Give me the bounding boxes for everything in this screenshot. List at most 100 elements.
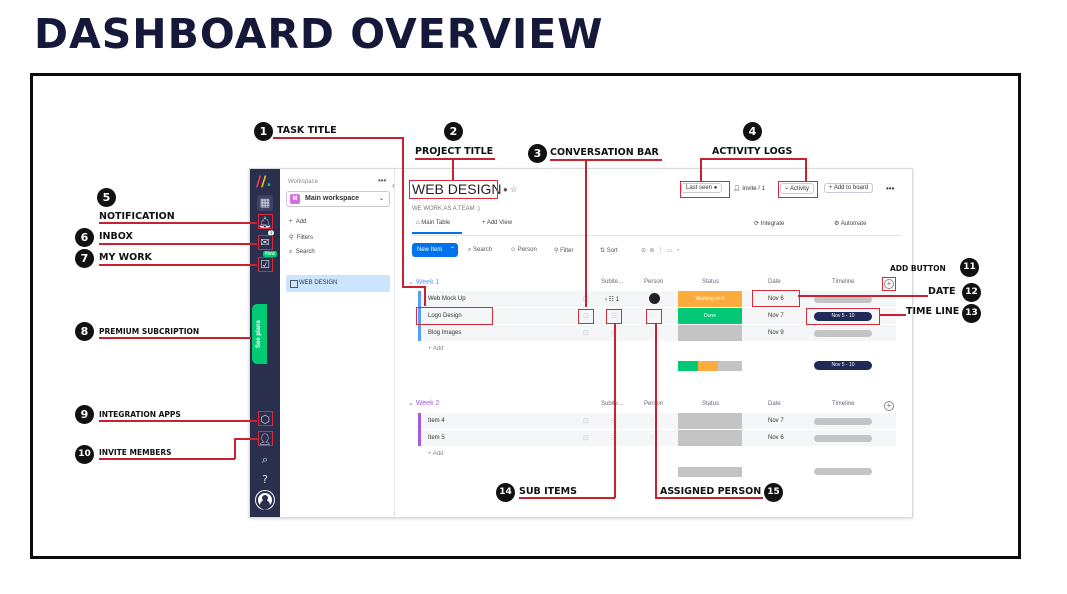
automate-button[interactable]: ⚙ Automate xyxy=(834,221,867,227)
group-color-bar xyxy=(418,291,421,341)
date-cell[interactable]: Nov 7 xyxy=(768,418,784,424)
integrate-button[interactable]: ⟳ Integrate xyxy=(754,221,785,227)
highlight-activity xyxy=(778,181,818,198)
integrations-icon[interactable]: ⬡ xyxy=(260,413,270,426)
column-subitems[interactable]: Subite… xyxy=(601,401,625,407)
date-cell[interactable]: Nov 9 xyxy=(768,330,784,336)
status-label[interactable] xyxy=(678,430,742,446)
timeline-cell[interactable] xyxy=(814,435,872,442)
subitems-count[interactable]: › ☷ 1 xyxy=(605,297,620,303)
person-empty-icon[interactable]: ◌ xyxy=(650,312,655,319)
timeline-cell[interactable]: Nov 5 - 10 xyxy=(814,312,872,321)
column-status[interactable]: Status xyxy=(702,401,720,407)
info-icon[interactable]: ● ☆ xyxy=(503,185,518,194)
table-row[interactable] xyxy=(418,430,896,446)
column-timeline[interactable]: Timeline xyxy=(832,401,855,407)
highlight-integrations xyxy=(258,411,273,426)
table-row[interactable] xyxy=(418,325,896,341)
column-person[interactable]: Person xyxy=(644,279,664,285)
column-status[interactable]: Status xyxy=(702,279,720,285)
conversation-icon[interactable]: ⊡ xyxy=(583,418,589,425)
inbox-badge: 1 xyxy=(267,229,275,237)
last-seen-button[interactable]: Last seen ● xyxy=(681,183,723,193)
item-name[interactable]: Web Mock Up xyxy=(428,296,466,302)
tab-main-table[interactable]: ⌂ Main Table xyxy=(416,220,451,226)
person-empty-icon[interactable]: ◌ xyxy=(650,417,655,424)
status-label[interactable] xyxy=(678,325,742,341)
person-empty-icon[interactable]: ◌ xyxy=(650,434,655,441)
column-date[interactable]: Date xyxy=(768,401,781,407)
leader-line xyxy=(99,420,257,422)
sidebar-item-board[interactable]: WEB DESIGN xyxy=(286,275,390,292)
conversation-icon[interactable]: ⊡ xyxy=(583,435,589,442)
avatar-icon[interactable] xyxy=(256,491,274,509)
help-icon[interactable]: ? xyxy=(262,473,268,486)
inbox-icon[interactable]: ✉ xyxy=(260,236,270,249)
search-button[interactable]: ⌕ Search xyxy=(289,249,315,255)
item-name[interactable]: Item 5 xyxy=(428,435,445,441)
tab-add-view[interactable]: + Add View xyxy=(482,220,513,226)
item-name[interactable]: Item 4 xyxy=(428,418,445,424)
status-label[interactable]: Working on it xyxy=(678,291,742,307)
search-toolbar-button[interactable]: ⌕ Search xyxy=(468,247,493,253)
timeline-cell[interactable] xyxy=(814,418,872,425)
bell-icon[interactable]: 🔔︎ xyxy=(258,216,272,229)
my-work-icon[interactable]: ☑ xyxy=(260,258,270,271)
add-item-button[interactable]: + Add xyxy=(428,346,444,352)
group-title-week-2[interactable]: ⌄ Week 2 xyxy=(408,400,440,407)
add-column-button[interactable]: + xyxy=(884,279,894,289)
more-icon[interactable]: ••• xyxy=(378,176,387,185)
add-to-board-button[interactable]: + Add to board xyxy=(824,183,874,193)
person-avatar-icon[interactable] xyxy=(649,293,660,304)
annotation-number-8: 8 xyxy=(75,322,94,341)
more-icon[interactable]: ••• xyxy=(886,184,895,193)
add-item-button[interactable]: + Add xyxy=(428,451,444,457)
leader-line xyxy=(273,137,403,139)
highlight-date xyxy=(752,290,800,307)
column-subitems[interactable]: Subite… xyxy=(601,279,625,285)
search-icon[interactable]: ⌕ xyxy=(261,453,269,466)
workspace-select[interactable]: M Main workspace ⌄ xyxy=(286,191,390,207)
table-row[interactable] xyxy=(418,413,896,429)
app-logo[interactable]: //. xyxy=(256,174,272,190)
subitems-icon[interactable]: ☷ xyxy=(611,313,618,320)
see-plans-button[interactable]: See plans xyxy=(252,304,267,364)
add-button[interactable]: + Add xyxy=(289,219,307,225)
add-column-button[interactable]: + xyxy=(884,401,894,411)
filters-button[interactable]: ⚲ Filters xyxy=(289,235,314,241)
timeline-cell[interactable] xyxy=(814,330,872,337)
board-subtitle[interactable]: WE WORK AS A TEAM :) xyxy=(412,206,480,212)
item-name[interactable]: Logo Design xyxy=(428,313,462,319)
person-toolbar-button[interactable]: ☺ Person xyxy=(510,247,537,253)
conversation-icon[interactable]: ⊡ xyxy=(583,313,589,320)
status-label[interactable] xyxy=(678,413,742,429)
leader-line xyxy=(805,158,807,181)
invite-icon[interactable]: 👤︎ xyxy=(258,433,272,446)
board-title[interactable]: WEB DESIGN xyxy=(412,181,502,197)
filter-toolbar-button[interactable]: ⚲ Filter xyxy=(554,248,574,254)
date-cell[interactable]: Nov 7 xyxy=(768,313,784,319)
invite-button[interactable]: 👤︎ Invite / 1 xyxy=(733,186,765,192)
column-timeline[interactable]: Timeline xyxy=(832,279,855,285)
sort-toolbar-button[interactable]: ⇅ Sort xyxy=(600,248,618,254)
highlight-last-seen xyxy=(680,181,730,198)
annotation-label-date: DATE xyxy=(928,286,956,297)
item-name[interactable]: Blog Images xyxy=(428,330,462,336)
toolbar-icons[interactable]: ⊘ ⊛ ⋮ ▭ ◔ xyxy=(641,248,680,254)
new-item-button[interactable]: New Item xyxy=(412,240,458,257)
column-person[interactable]: Person xyxy=(644,401,664,407)
table-row[interactable] xyxy=(418,308,896,324)
status-label[interactable]: Done xyxy=(678,308,742,324)
activity-button[interactable]: ⌁ Activity xyxy=(780,183,814,194)
annotation-label-notification: NOTIFICATION xyxy=(99,211,175,222)
date-cell[interactable]: Nov 6 xyxy=(768,296,784,302)
date-cell[interactable]: Nov 6 xyxy=(768,435,784,441)
grid-icon[interactable]: ▦ xyxy=(257,195,273,211)
group-title-week-1[interactable]: ⌄ Week 1 xyxy=(408,279,440,286)
conversation-icon[interactable]: ⊡ xyxy=(583,330,589,337)
timeline-cell[interactable] xyxy=(814,296,872,303)
collapse-icon[interactable]: ‹ xyxy=(392,181,395,190)
column-date[interactable]: Date xyxy=(768,279,781,285)
person-empty-icon[interactable]: ◌ xyxy=(650,329,655,336)
annotation-number-5: 5 xyxy=(97,188,116,207)
